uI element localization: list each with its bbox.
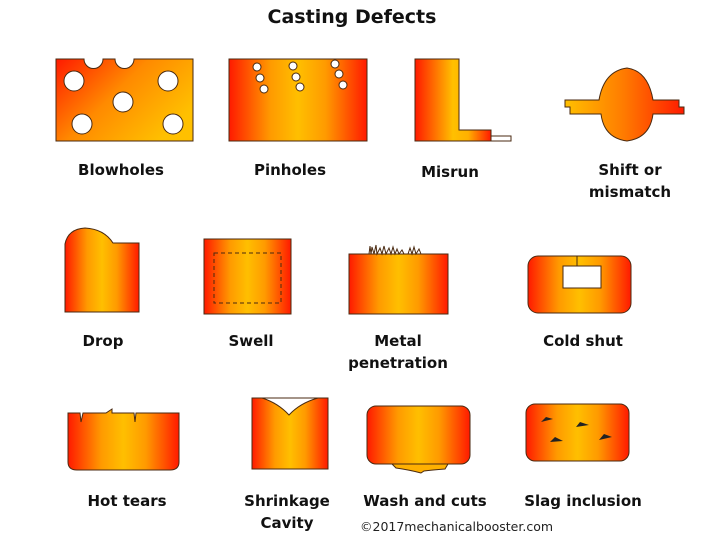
shift-figure <box>564 67 685 142</box>
blowholes-figure <box>55 58 194 142</box>
metal-penetration-figure <box>348 244 449 315</box>
label-shrinkage-cavity: Shrinkage Cavity <box>244 492 330 532</box>
hot-tears-figure <box>67 408 180 471</box>
label-slag-inclusion: Slag inclusion <box>524 492 642 510</box>
label-shift: Shift or mismatch <box>588 161 672 201</box>
label-swell: Swell <box>228 332 274 350</box>
misrun-figure <box>414 58 512 142</box>
shrinkage-cavity-figure <box>251 397 329 470</box>
label-wash-and-cuts: Wash and cuts <box>363 492 487 510</box>
swell-figure <box>203 238 292 315</box>
label-pinholes: Pinholes <box>253 161 327 179</box>
slag-inclusion-figure <box>525 403 630 462</box>
label-hot-tears: Hot tears <box>87 492 167 510</box>
pinholes-figure <box>228 58 368 142</box>
page-title: Casting Defects <box>267 6 437 28</box>
label-metal-penetration: Metal penetration <box>348 332 448 372</box>
label-cold-shut: Cold shut <box>543 332 623 350</box>
label-drop: Drop <box>82 332 124 350</box>
wash-and-cuts-figure <box>366 405 471 474</box>
label-blowholes: Blowholes <box>78 161 164 179</box>
cold-shut-figure <box>527 255 632 314</box>
label-misrun: Misrun <box>421 163 479 181</box>
drop-figure <box>64 227 140 313</box>
copyright-text: ©2017mechanicalbooster.com <box>360 519 554 534</box>
